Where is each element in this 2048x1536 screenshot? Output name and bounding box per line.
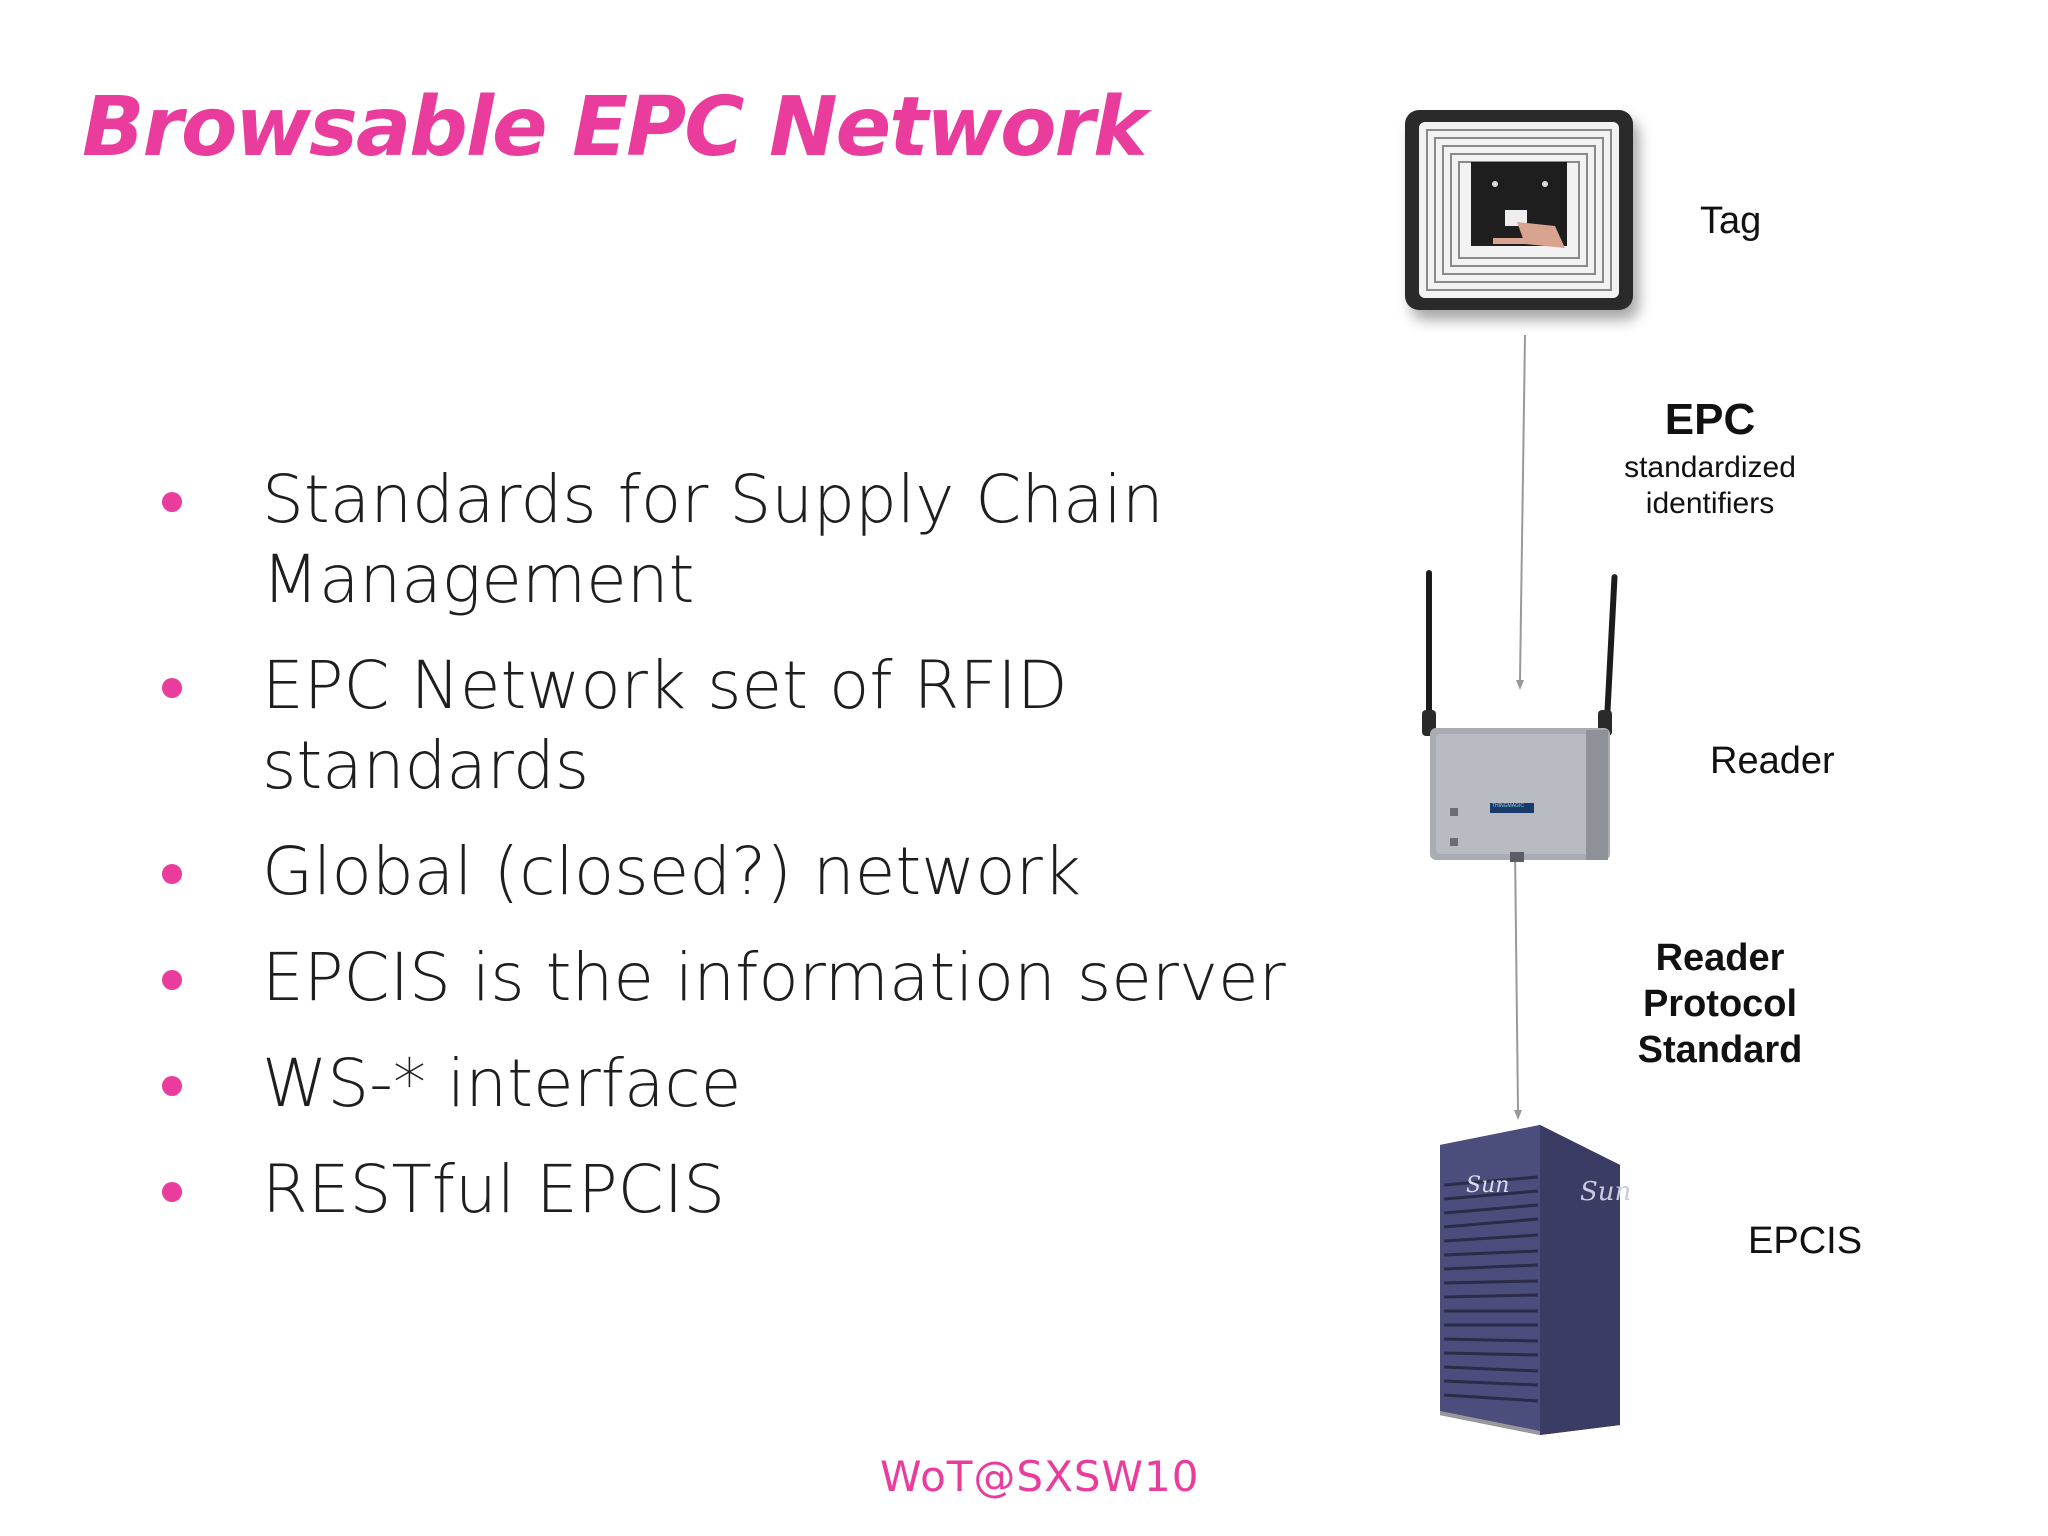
bullet-line: WS-* interface <box>262 1045 742 1122</box>
tag-to-reader-connector <box>1519 334 1526 681</box>
edge-label-line: Protocol <box>1642 983 1798 1025</box>
server-side-brand-text: Sun <box>1580 1177 1632 1207</box>
edge-label-line: Reader <box>1655 937 1785 979</box>
rfid-reader-icon: THINGMAGIC <box>1390 570 1640 870</box>
slide-title: Browsable EPC Network <box>82 80 1147 175</box>
bullet-item: Standards for Supply Chain Management <box>150 460 1300 620</box>
bullet-item: EPCIS is the information server <box>150 938 1300 1018</box>
bullet-line: standards <box>262 727 590 804</box>
bullet-line: RESTful EPCIS <box>262 1151 726 1228</box>
edge-sublabel: identifiers <box>1645 487 1775 520</box>
footer-text: WoT@SXSW10 <box>880 1452 1200 1501</box>
bullet-item: EPC Network set of RFID standards <box>150 646 1300 806</box>
bullet-list: Standards for Supply Chain Management EP… <box>150 460 1300 1256</box>
arrowhead-icon <box>1514 1110 1522 1120</box>
bullet-item: Global (closed?) network <box>150 832 1300 912</box>
bullet-line: Global (closed?) network <box>262 833 1081 910</box>
rfid-tag-icon <box>1405 110 1633 310</box>
bullet-item: WS-* interface <box>150 1044 1300 1124</box>
server-brand-text: Sun <box>1466 1173 1510 1198</box>
bullet-item: RESTful EPCIS <box>150 1150 1300 1230</box>
reader-label: Reader <box>1710 740 1835 782</box>
epcis-label: EPCIS <box>1748 1220 1863 1262</box>
edge-label-epc: EPC <box>1664 395 1756 444</box>
epc-network-diagram: Tag EPC standardized identifiers THINGMA… <box>1390 100 2010 1460</box>
connector-lines <box>1514 334 1526 1120</box>
reader-to-epcis-connector <box>1514 847 1519 1111</box>
edge-sublabel: standardized <box>1624 451 1796 484</box>
bullet-line: Standards for Supply Chain <box>262 461 1164 538</box>
tag-label: Tag <box>1700 200 1762 242</box>
bullet-line: EPC Network set of RFID <box>262 647 1068 724</box>
reader-brand-badge: THINGMAGIC <box>1492 803 1524 809</box>
sun-server-icon: Sun Sun <box>1430 1125 1632 1435</box>
edge-label-line: Standard <box>1637 1029 1803 1071</box>
arrowhead-icon <box>1516 680 1524 690</box>
bullet-line: Management <box>262 541 695 618</box>
bullet-line: EPCIS is the information server <box>262 939 1286 1016</box>
